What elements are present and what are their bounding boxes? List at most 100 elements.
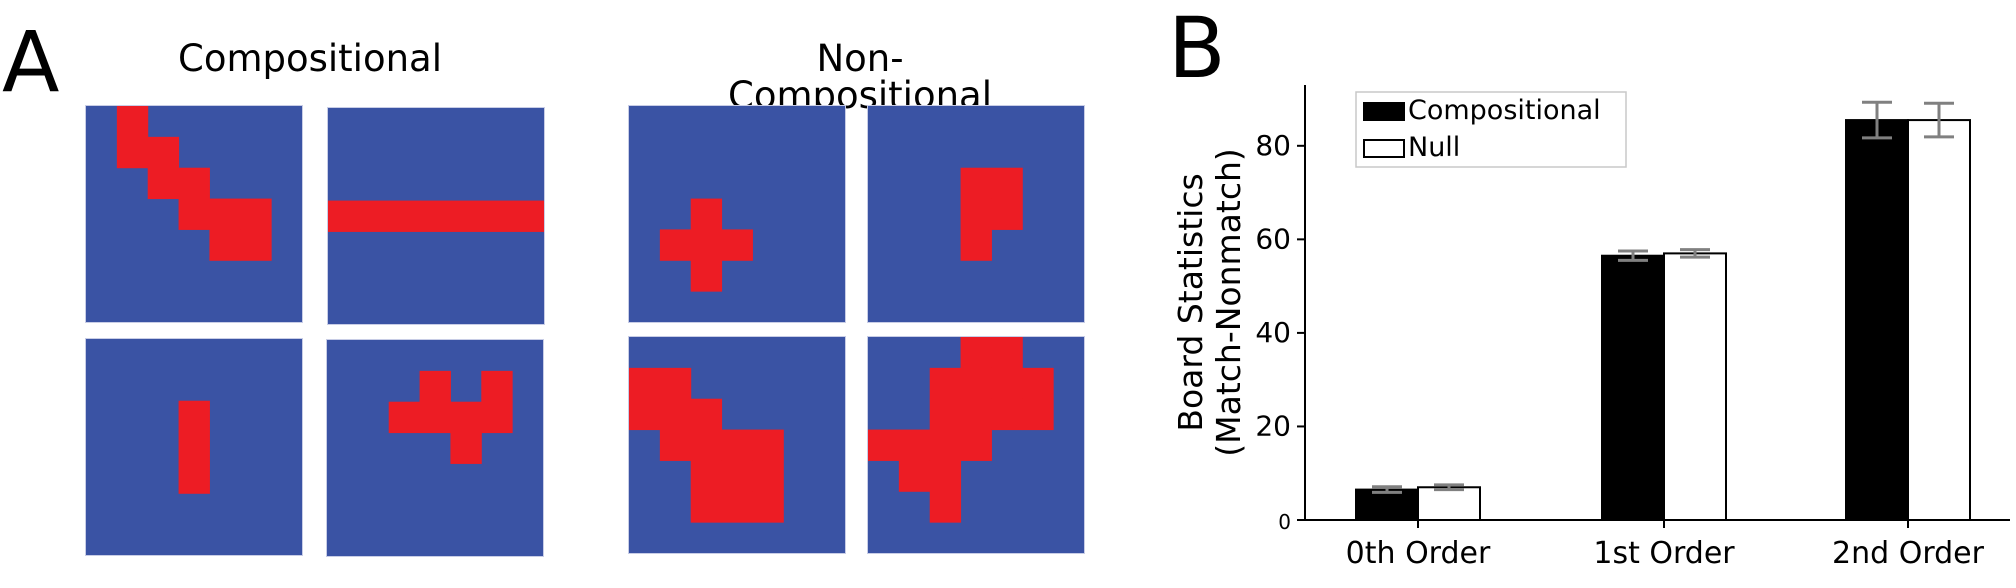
red-cell xyxy=(991,337,1023,369)
red-cell xyxy=(929,460,962,492)
red-cell xyxy=(178,462,210,494)
red-cell xyxy=(659,398,692,431)
red-cell xyxy=(147,136,180,169)
red-cell xyxy=(1022,367,1054,400)
y-tick-label: 0 xyxy=(1278,510,1291,534)
x-tick-label: 2nd Order xyxy=(1832,536,1985,571)
red-cell xyxy=(960,229,992,261)
board-compositional-2 xyxy=(328,108,544,324)
error-bar xyxy=(1924,101,1954,139)
bar-null-2 xyxy=(1663,252,1727,522)
board-noncompositional-4 xyxy=(868,337,1084,553)
red-cell xyxy=(209,229,241,261)
red-cell xyxy=(898,460,931,492)
red-cell xyxy=(178,400,210,433)
red-cell xyxy=(419,401,451,434)
bar-null-3 xyxy=(1907,119,1971,521)
x-tick-label: 1st Order xyxy=(1593,536,1735,571)
legend-label-null: Null xyxy=(1408,132,1460,163)
legend-label-compositional: Compositional xyxy=(1408,95,1601,126)
red-cell xyxy=(116,106,149,138)
y-axis-label: Board Statistics(Match-Nonmatch) xyxy=(1171,148,1248,457)
panel-b-letter: B xyxy=(1168,0,1226,97)
red-cell xyxy=(690,198,723,230)
bar-compositional-2 xyxy=(1601,254,1665,521)
red-cell xyxy=(868,429,900,461)
red-cell xyxy=(960,367,992,400)
legend-swatch-compositional xyxy=(1363,102,1405,121)
group-title-non-compositional: Non-Compositional xyxy=(727,37,993,117)
red-cell xyxy=(721,460,753,492)
panel-a-letter: A xyxy=(2,13,60,111)
red-cell xyxy=(513,200,544,232)
red-cell xyxy=(388,401,421,434)
red-cell xyxy=(389,200,422,232)
board-noncompositional-1 xyxy=(629,106,845,322)
board-compositional-1 xyxy=(86,106,302,322)
red-cell xyxy=(240,229,272,261)
red-cell xyxy=(240,198,272,230)
red-cell xyxy=(960,167,992,200)
y-tick-label: 60 xyxy=(1255,222,1291,255)
red-cell xyxy=(929,429,962,461)
red-cell xyxy=(481,401,513,434)
red-cell xyxy=(659,229,692,261)
board-noncompositional-3 xyxy=(629,337,845,553)
error-bar xyxy=(1862,100,1892,140)
group-title-compositional: Compositional xyxy=(177,37,443,80)
red-cell xyxy=(481,370,513,403)
red-cell xyxy=(482,200,514,232)
red-cell xyxy=(991,398,1023,431)
red-cell xyxy=(419,370,451,403)
red-cell xyxy=(690,260,723,292)
red-cell xyxy=(929,491,962,523)
red-cell xyxy=(178,167,210,200)
x-tick-label: 0th Order xyxy=(1346,536,1491,571)
red-cell xyxy=(752,491,784,523)
error-bar xyxy=(1372,485,1402,494)
board-compositional-4 xyxy=(327,340,543,556)
legend-swatch-null xyxy=(1363,139,1405,158)
board-compositional-3 xyxy=(86,339,302,555)
y-tick-label: 40 xyxy=(1255,316,1291,349)
red-cell xyxy=(178,198,210,230)
red-cell xyxy=(752,460,784,492)
red-cell xyxy=(1022,398,1054,431)
red-cell xyxy=(690,491,723,523)
red-cell xyxy=(629,367,661,400)
y-axis-label-line: (Match-Nonmatch) xyxy=(1209,148,1248,457)
red-cell xyxy=(960,337,992,369)
red-cell xyxy=(960,429,992,461)
red-cell xyxy=(721,429,753,461)
red-cell xyxy=(659,367,692,400)
board-noncompositional-2 xyxy=(868,106,1084,322)
error-bar xyxy=(1618,249,1648,262)
red-cell xyxy=(690,460,723,492)
red-cell xyxy=(178,431,210,463)
bar-compositional-3 xyxy=(1845,119,1909,521)
red-cell xyxy=(209,198,241,230)
error-bar xyxy=(1680,248,1710,259)
red-cell xyxy=(929,367,962,400)
red-cell xyxy=(960,398,992,431)
y-tick-label: 20 xyxy=(1255,409,1291,442)
red-cell xyxy=(991,367,1023,400)
red-cell xyxy=(690,429,723,461)
red-cell xyxy=(451,200,483,232)
red-cell xyxy=(929,398,962,431)
red-cell xyxy=(991,198,1023,230)
red-cell xyxy=(721,491,753,523)
red-cell xyxy=(690,229,723,261)
red-cell xyxy=(898,429,931,461)
red-cell xyxy=(328,200,360,232)
red-cell xyxy=(629,398,661,431)
red-cell xyxy=(721,229,753,261)
red-cell xyxy=(116,136,149,169)
bar-compositional-1 xyxy=(1355,488,1419,521)
red-cell xyxy=(690,398,723,431)
red-cell xyxy=(450,401,482,434)
red-cell xyxy=(147,167,180,200)
error-bar xyxy=(1434,483,1464,492)
